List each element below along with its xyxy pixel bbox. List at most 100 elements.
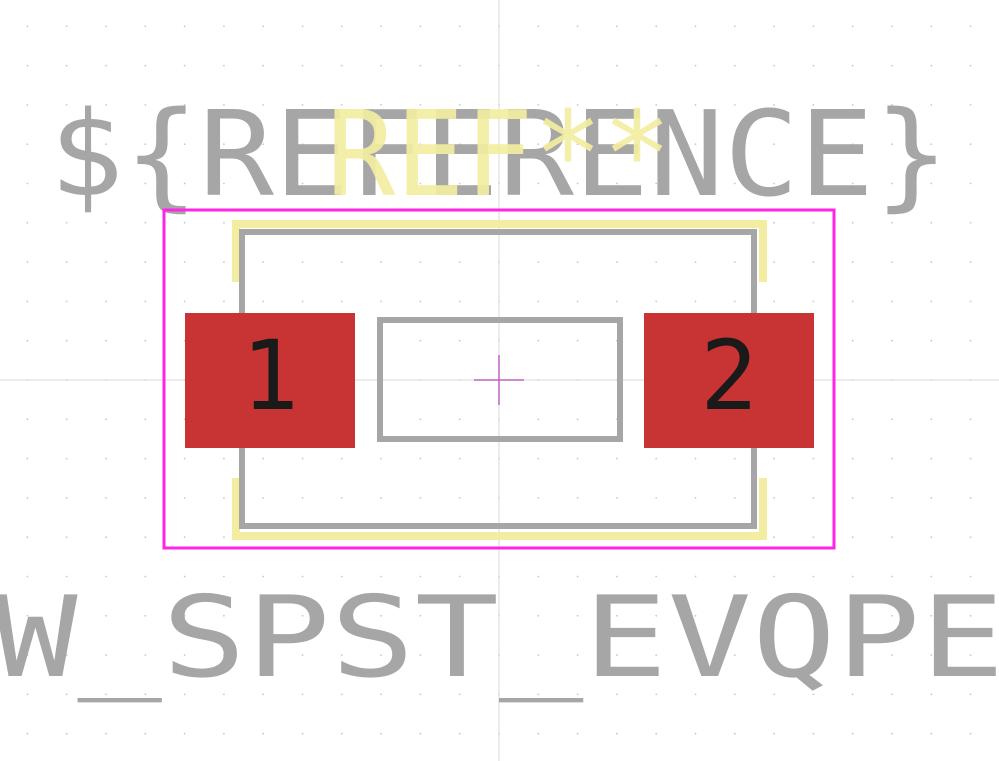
- grid-dot: [144, 64, 147, 67]
- grid-dot: [262, 143, 265, 146]
- grid-dot: [537, 418, 540, 421]
- grid-dot: [65, 575, 68, 578]
- grid-dot: [537, 339, 540, 342]
- grid-dot: [340, 614, 343, 617]
- grid-dot: [851, 104, 854, 106]
- grid-dot: [144, 182, 147, 185]
- fab-value-text[interactable]: SW_SPST_EVQPE1: [0, 573, 999, 703]
- pad-2-number: 2: [700, 320, 758, 432]
- grid-dot: [380, 25, 382, 28]
- grid-dot: [773, 497, 775, 499]
- grid-dot: [183, 182, 186, 185]
- grid-dot: [262, 300, 265, 303]
- grid-dot: [733, 575, 736, 578]
- grid-dot: [105, 457, 107, 460]
- grid-dot: [183, 457, 186, 460]
- grid-dot: [26, 143, 29, 146]
- grid-dot: [262, 575, 265, 578]
- grid-dot: [969, 614, 972, 617]
- grid-dot: [223, 457, 225, 460]
- grid-dot: [223, 732, 225, 735]
- grid-dot: [930, 497, 933, 499]
- grid-dot: [537, 457, 540, 460]
- grid-dot: [105, 654, 107, 656]
- grid-dot: [65, 143, 68, 146]
- grid-dot: [419, 575, 422, 578]
- grid-dot: [26, 693, 29, 696]
- grid-dot: [969, 457, 972, 460]
- grid-dot: [26, 654, 29, 656]
- grid-dot: [301, 654, 304, 656]
- grid-dot: [812, 25, 815, 28]
- fab-actuator-outline[interactable]: [377, 317, 623, 442]
- silk-reference-text[interactable]: REF**: [327, 85, 672, 223]
- grid-dot: [812, 654, 815, 656]
- grid-dot: [773, 261, 775, 263]
- grid-dot: [851, 64, 854, 67]
- grid-dot: [65, 497, 68, 499]
- grid-dot: [65, 182, 68, 185]
- grid-dot: [969, 536, 972, 539]
- grid-dot: [223, 261, 225, 263]
- grid-dot: [773, 732, 775, 735]
- grid-dot: [930, 300, 933, 303]
- grid-dot: [65, 732, 68, 735]
- grid-dot: [144, 25, 147, 28]
- grid-dot: [930, 614, 933, 617]
- grid-dot: [616, 654, 618, 656]
- grid-dot: [616, 497, 618, 499]
- grid-dot: [930, 64, 933, 67]
- grid-dot: [223, 221, 225, 224]
- grid-dot: [576, 64, 579, 67]
- grid-dot: [262, 654, 265, 656]
- grid-dot: [340, 457, 343, 460]
- grid-dot: [183, 575, 186, 578]
- grid-dot: [380, 300, 382, 303]
- grid-dot: [616, 182, 618, 185]
- grid-dot: [65, 25, 68, 28]
- grid-dot: [694, 693, 697, 696]
- grid-dot: [891, 300, 893, 303]
- fab-reference-text[interactable]: ${REFERENCE}: [49, 85, 949, 223]
- grid-dot: [616, 261, 618, 263]
- pad-1-copper[interactable]: [185, 313, 355, 448]
- grid-dot: [812, 300, 815, 303]
- grid-dot: [773, 104, 775, 106]
- grid-dot: [851, 654, 854, 656]
- courtyard-outline[interactable]: [162, 208, 836, 550]
- grid-dot: [969, 418, 972, 421]
- grid-dot: [183, 654, 186, 656]
- grid-dot: [576, 614, 579, 617]
- grid-dot: [655, 732, 658, 735]
- grid-dot: [262, 693, 265, 696]
- grid-dot: [616, 25, 618, 28]
- grid-dot: [458, 418, 461, 421]
- grid-dot: [65, 300, 68, 303]
- grid-dot: [301, 182, 304, 185]
- pad-2[interactable]: 2: [644, 313, 814, 448]
- grid-dot: [851, 693, 854, 696]
- grid-dot: [891, 536, 893, 539]
- grid-dot: [105, 418, 107, 421]
- grid-dot: [262, 261, 265, 263]
- grid-dot: [930, 693, 933, 696]
- grid-dot: [812, 732, 815, 735]
- pad-1[interactable]: 1: [185, 313, 355, 448]
- grid-dot: [891, 457, 893, 460]
- grid-dot: [340, 693, 343, 696]
- grid-dot: [576, 457, 579, 460]
- grid-dot: [419, 418, 422, 421]
- grid-dot: [891, 104, 893, 106]
- grid-dot: [969, 182, 972, 185]
- pad-2-copper[interactable]: [644, 313, 814, 448]
- grid-dot: [773, 25, 775, 28]
- grid-dot: [340, 25, 343, 28]
- silkscreen-outline[interactable]: [232, 220, 767, 540]
- grid-dot: [105, 182, 107, 185]
- grid-dot: [183, 300, 186, 303]
- grid-dot: [183, 104, 186, 106]
- grid-dot: [340, 575, 343, 578]
- grid-dot: [26, 418, 29, 421]
- grid-dot: [969, 339, 972, 342]
